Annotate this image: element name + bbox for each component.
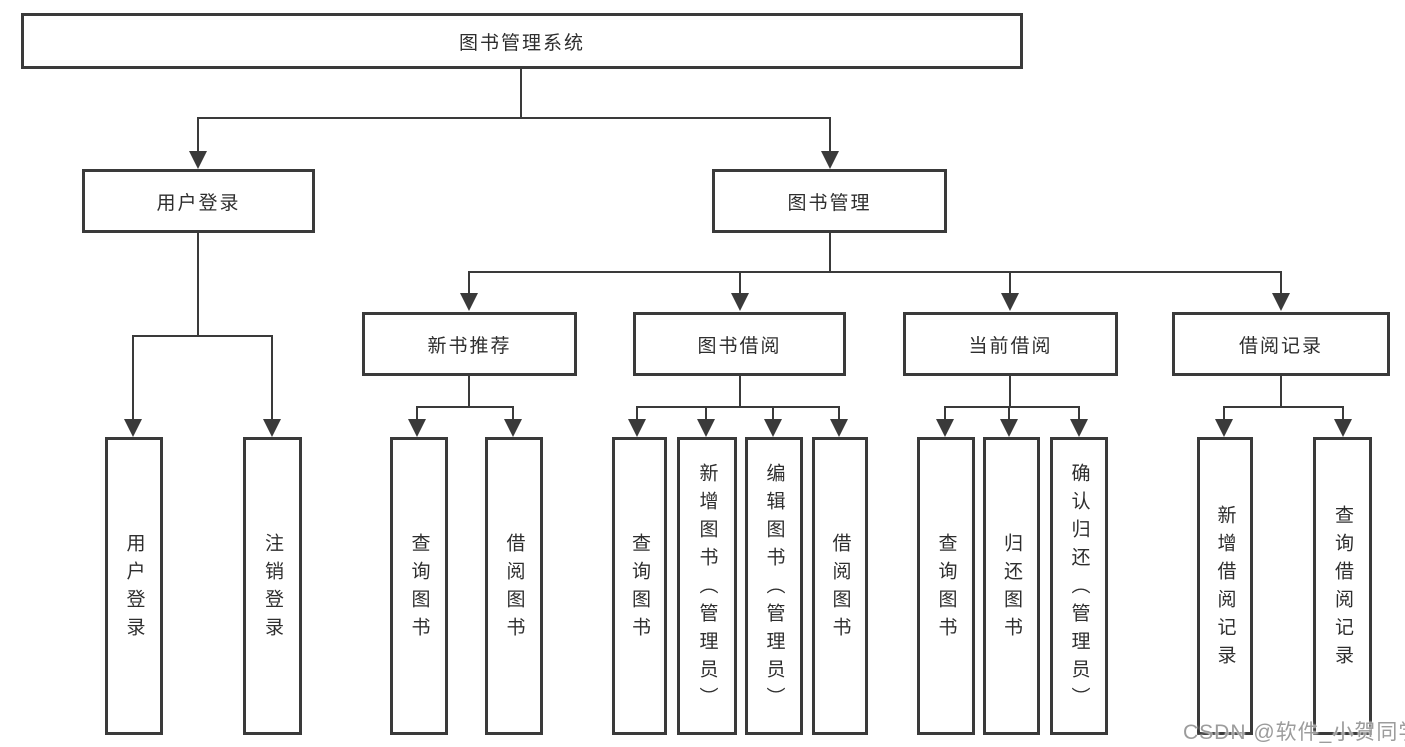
arrowhead-down-icon xyxy=(830,419,848,437)
arrowhead-down-icon xyxy=(1000,419,1018,437)
connector-line xyxy=(1009,376,1011,408)
connector-line xyxy=(271,335,273,419)
arrowhead-down-icon xyxy=(1334,419,1352,437)
connector-line xyxy=(739,271,741,295)
leaf-borrow-books: 借阅图书 xyxy=(812,437,868,735)
connector-line xyxy=(636,406,840,408)
leaf-query-books-borrowing: 查询图书 xyxy=(612,437,667,735)
connector-line xyxy=(838,406,840,422)
connector-line xyxy=(772,406,774,422)
connector-line xyxy=(1223,406,1225,422)
connector-line xyxy=(636,406,638,422)
connector-line xyxy=(512,406,514,422)
connector-line xyxy=(197,117,199,153)
arrowhead-down-icon xyxy=(504,419,522,437)
arrowhead-down-icon xyxy=(628,419,646,437)
arrowhead-down-icon xyxy=(1272,293,1290,311)
node-user-login: 用户登录 xyxy=(82,169,315,233)
connector-line xyxy=(416,406,514,408)
leaf-add-borrow-record: 新增借阅记录 xyxy=(1197,437,1253,735)
connector-line xyxy=(739,376,741,408)
leaf-query-books-recommend: 查询图书 xyxy=(390,437,448,735)
arrowhead-down-icon xyxy=(936,419,954,437)
arrowhead-down-icon xyxy=(189,151,207,169)
leaf-edit-books-admin: 编辑图书（管理员） xyxy=(745,437,803,735)
connector-line xyxy=(1342,406,1344,422)
connector-line xyxy=(944,406,1080,408)
arrowhead-down-icon xyxy=(764,419,782,437)
arrowhead-down-icon xyxy=(1001,293,1019,311)
node-book-management: 图书管理 xyxy=(712,169,947,233)
connector-line xyxy=(468,271,1282,273)
connector-line xyxy=(1008,406,1010,422)
arrowhead-down-icon xyxy=(460,293,478,311)
arrowhead-down-icon xyxy=(1070,419,1088,437)
connector-line xyxy=(468,271,470,295)
leaf-confirm-return-admin: 确认归还（管理员） xyxy=(1050,437,1108,735)
leaf-return-books: 归还图书 xyxy=(983,437,1040,735)
arrowhead-down-icon xyxy=(124,419,142,437)
node-library-system: 图书管理系统 xyxy=(21,13,1023,69)
connector-line xyxy=(1223,406,1344,408)
arrowhead-down-icon xyxy=(821,151,839,169)
connector-line xyxy=(468,376,470,408)
connector-line xyxy=(197,117,831,119)
arrowhead-down-icon xyxy=(408,419,426,437)
node-current-borrowing: 当前借阅 xyxy=(903,312,1118,376)
connector-line xyxy=(416,406,418,422)
leaf-logout: 注销登录 xyxy=(243,437,302,735)
arrowhead-down-icon xyxy=(697,419,715,437)
leaf-query-books-current: 查询图书 xyxy=(917,437,975,735)
connector-line xyxy=(520,69,522,119)
connector-line xyxy=(1009,271,1011,295)
node-borrowing-records: 借阅记录 xyxy=(1172,312,1390,376)
connector-line xyxy=(1280,271,1282,295)
connector-line xyxy=(944,406,946,422)
connector-line xyxy=(132,335,134,419)
leaf-user-login: 用户登录 xyxy=(105,437,163,735)
connector-line xyxy=(1078,406,1080,422)
node-book-borrowing: 图书借阅 xyxy=(633,312,846,376)
connector-line xyxy=(829,117,831,153)
csdn-watermark: CSDN @软件_小贺同学 xyxy=(1183,721,1405,744)
leaf-add-books-admin: 新增图书（管理员） xyxy=(677,437,737,735)
arrowhead-down-icon xyxy=(263,419,281,437)
connector-line xyxy=(132,335,273,337)
leaf-borrow-books-recommend: 借阅图书 xyxy=(485,437,543,735)
connector-line xyxy=(197,233,199,335)
connector-line xyxy=(1280,376,1282,408)
arrowhead-down-icon xyxy=(1215,419,1233,437)
connector-line xyxy=(705,406,707,422)
leaf-query-borrow-record: 查询借阅记录 xyxy=(1313,437,1372,735)
node-new-book-recommend: 新书推荐 xyxy=(362,312,577,376)
arrowhead-down-icon xyxy=(731,293,749,311)
connector-line xyxy=(829,233,831,273)
